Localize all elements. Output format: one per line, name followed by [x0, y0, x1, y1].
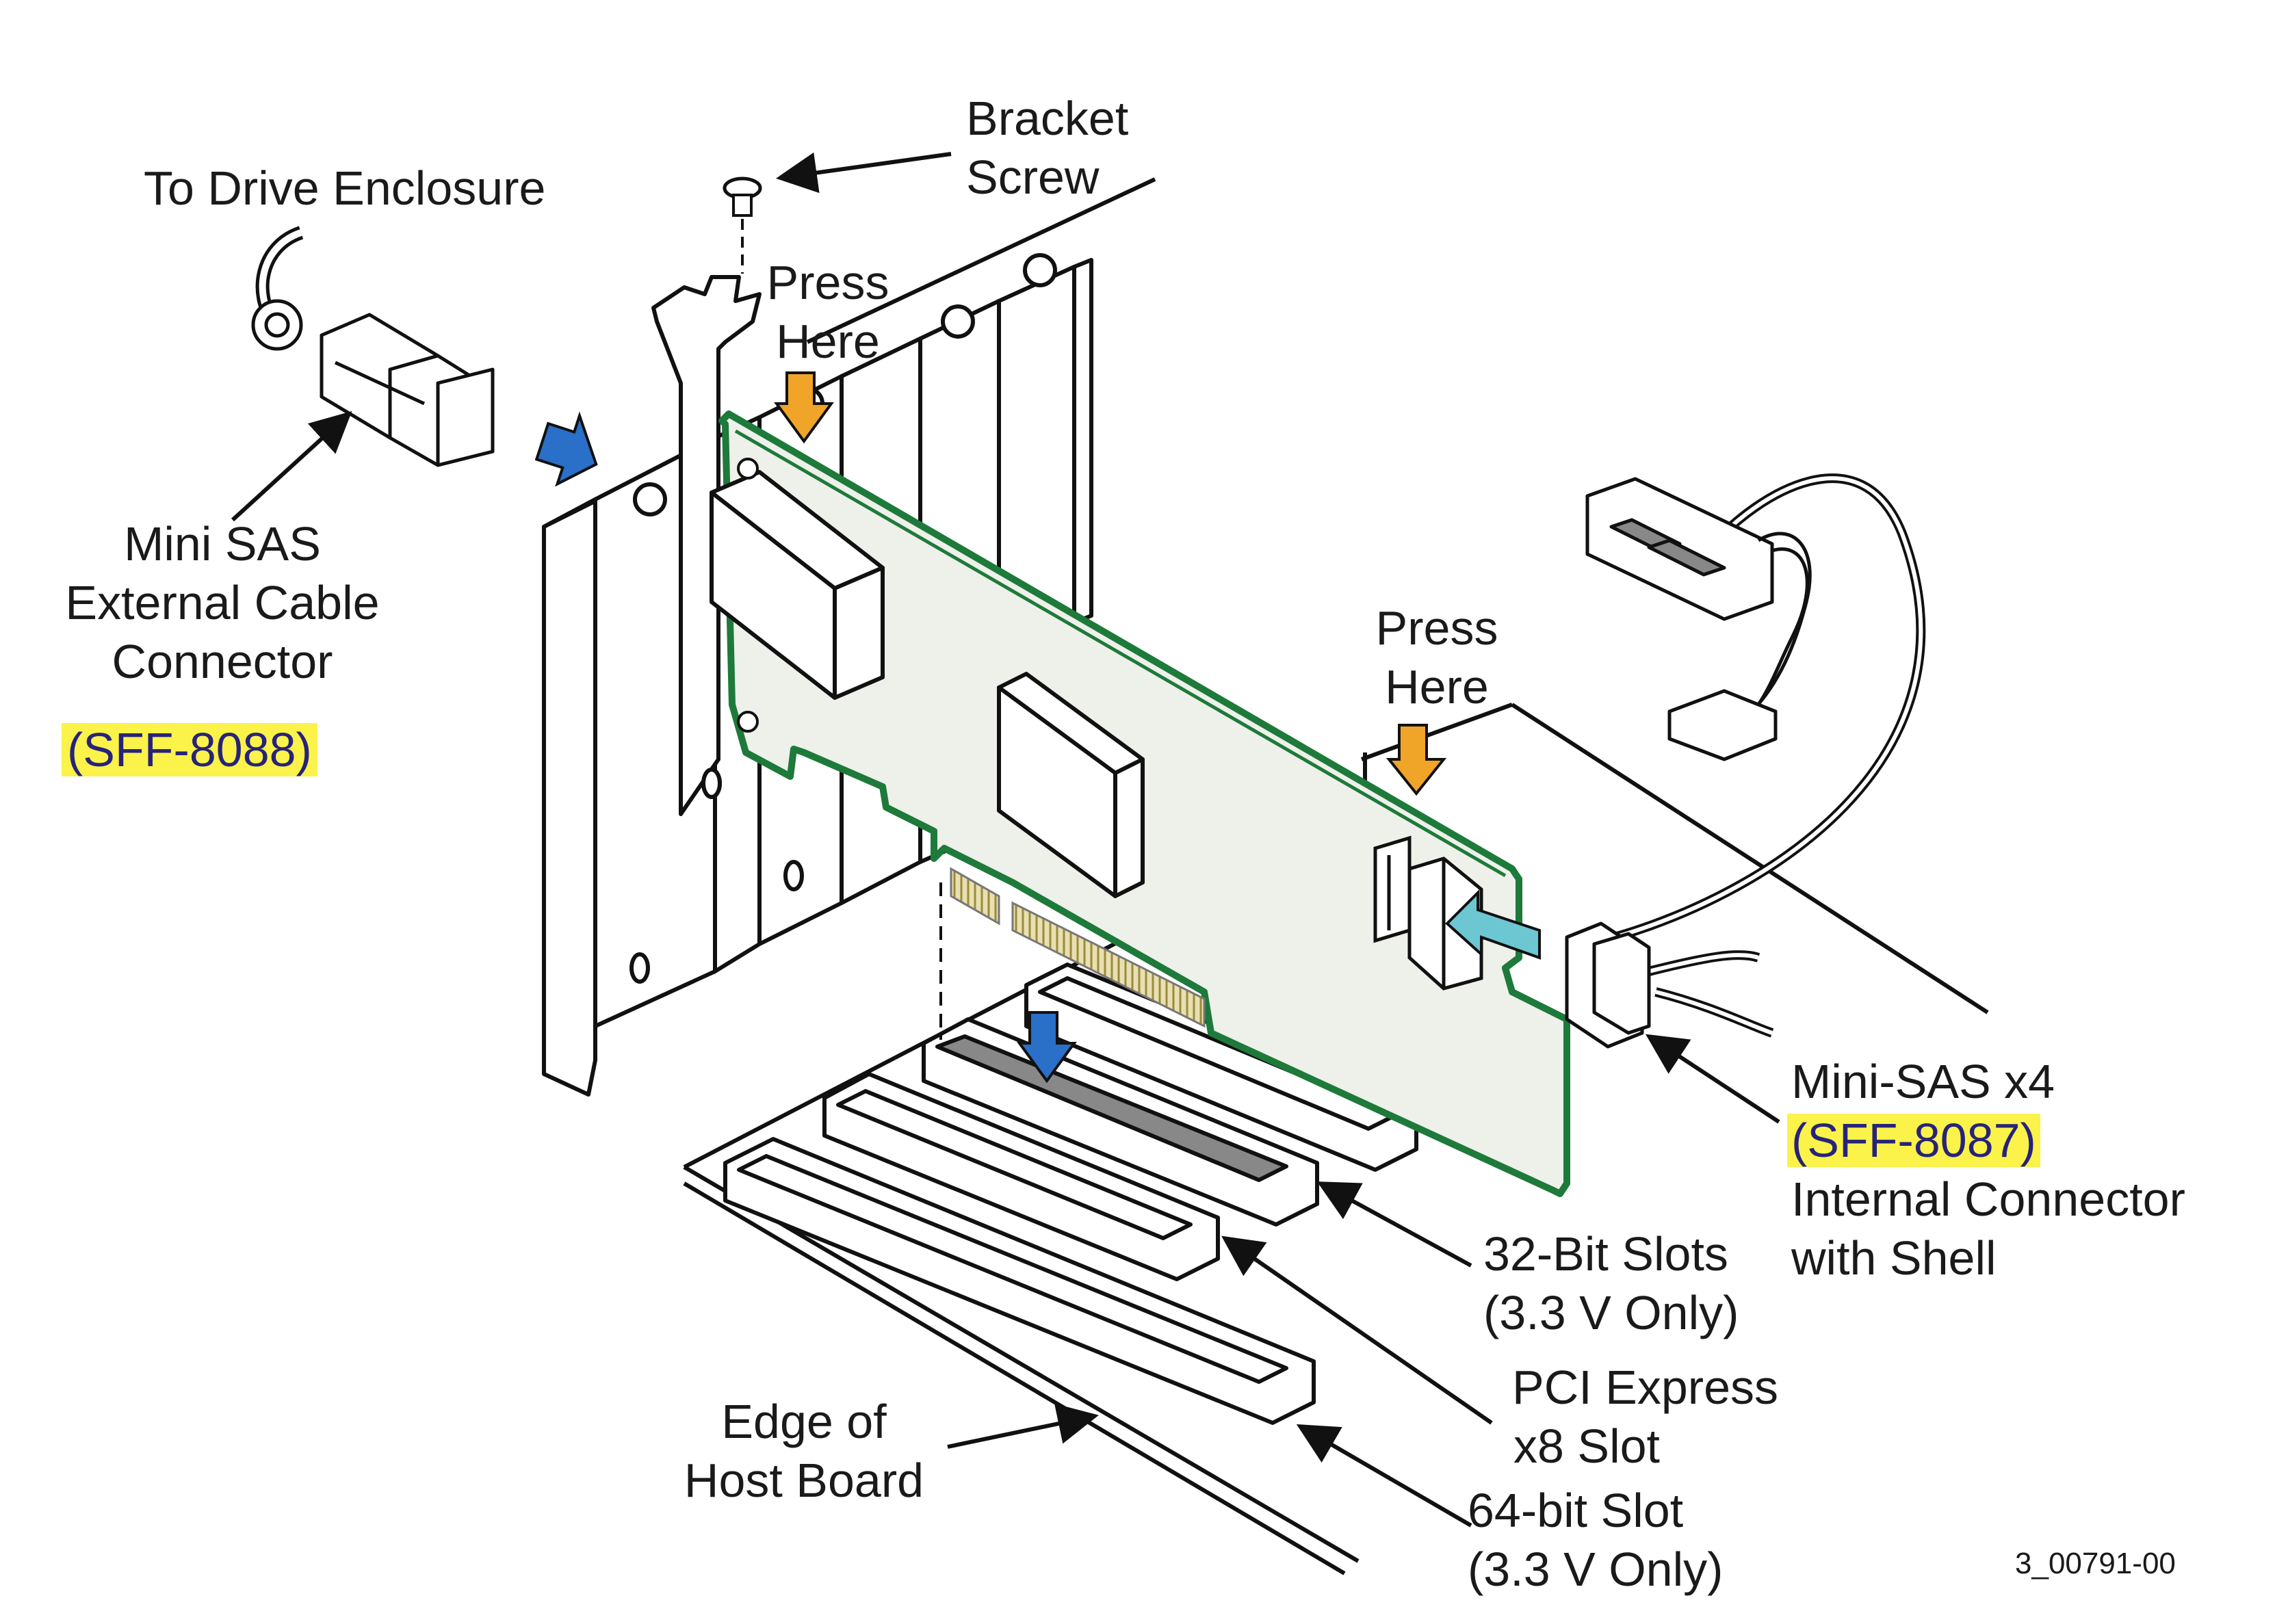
label-64bit-slot-line1: 64-bit Slot: [1468, 1484, 1684, 1537]
label-press-here-top-line2: Here: [776, 315, 880, 368]
label-mini-sas-external-line1: Mini SAS: [124, 517, 321, 571]
label-bracket-screw-line1: Bracket: [966, 92, 1129, 145]
internal-insert-arrow: [1445, 889, 1541, 960]
label-mini-sas-external-line3: Connector: [112, 635, 333, 688]
label-internal-connector-line2: with Shell: [1791, 1231, 1997, 1285]
label-32bit-slots-line2: (3.3 V Only): [1483, 1286, 1739, 1339]
label-edge-host-board: Edge of Host Board: [667, 1392, 941, 1510]
label-32bit-slots: 32-Bit Slots (3.3 V Only): [1483, 1224, 1739, 1342]
label-mini-sas-x4-block: Mini-SAS x4 (SFF-8087) Internal Connecto…: [1787, 1052, 2185, 1287]
label-bracket-screw: Bracket Screw: [966, 89, 1128, 207]
adapter-card: [710, 410, 1570, 1197]
chassis-plane: [806, 177, 1989, 1014]
label-mini-sas-external: Mini SAS External Cable Connector: [27, 514, 417, 691]
internal-cable: [1565, 473, 1926, 1049]
bracket-screw: [723, 176, 762, 274]
label-press-here-top-line1: Press: [766, 256, 889, 309]
label-edge-host-board-line1: Edge of: [721, 1395, 887, 1448]
label-figure-id: 3_00791-00: [2015, 1547, 2176, 1580]
press-arrow-right: [1386, 724, 1447, 796]
label-pcie-x8-line2: x8 Slot: [1513, 1419, 1660, 1473]
label-press-here-top: Press Here: [756, 253, 900, 371]
label-to-drive-enclosure: To Drive Enclosure: [144, 161, 546, 215]
external-cable-connector: [251, 226, 495, 467]
label-sff-8087-row: (SFF-8087): [1787, 1111, 2185, 1170]
label-mini-sas-external-line2: External Cable: [65, 576, 380, 629]
gold-fingers-a: [950, 867, 1000, 926]
label-32bit-slots-line1: 32-Bit Slots: [1483, 1227, 1728, 1281]
press-arrow-top: [774, 371, 834, 444]
label-bracket-screw-line2: Screw: [966, 150, 1100, 204]
external-insert-arrow: [534, 411, 598, 487]
label-pcie-x8-slot: PCI Express x8 Slot: [1512, 1358, 1778, 1476]
leader-lines: [231, 152, 1780, 1528]
label-press-here-right-line1: Press: [1375, 601, 1498, 655]
adapter-bracket: [651, 275, 762, 816]
label-press-here-right-line2: Here: [1385, 660, 1489, 713]
label-mini-sas-x4: Mini-SAS x4: [1791, 1055, 2055, 1108]
label-sff-8088: (SFF-8088): [62, 720, 317, 779]
label-pcie-x8-line1: PCI Express: [1512, 1361, 1778, 1414]
slot-insert-arrow: [1017, 1011, 1077, 1084]
label-64bit-slot-line2: (3.3 V Only): [1468, 1543, 1724, 1596]
label-press-here-right: Press Here: [1365, 599, 1509, 716]
label-internal-connector-line1: Internal Connector: [1791, 1173, 2185, 1226]
pcie-slots: [723, 962, 1418, 1425]
label-sff-8087: (SFF-8087): [1787, 1114, 2040, 1167]
label-64bit-slot: 64-bit Slot (3.3 V Only): [1468, 1481, 1723, 1599]
label-edge-host-board-line2: Host Board: [684, 1454, 924, 1507]
label-sff-8088-text: (SFF-8088): [62, 723, 317, 776]
gold-fingers-b: [1011, 901, 1206, 1028]
